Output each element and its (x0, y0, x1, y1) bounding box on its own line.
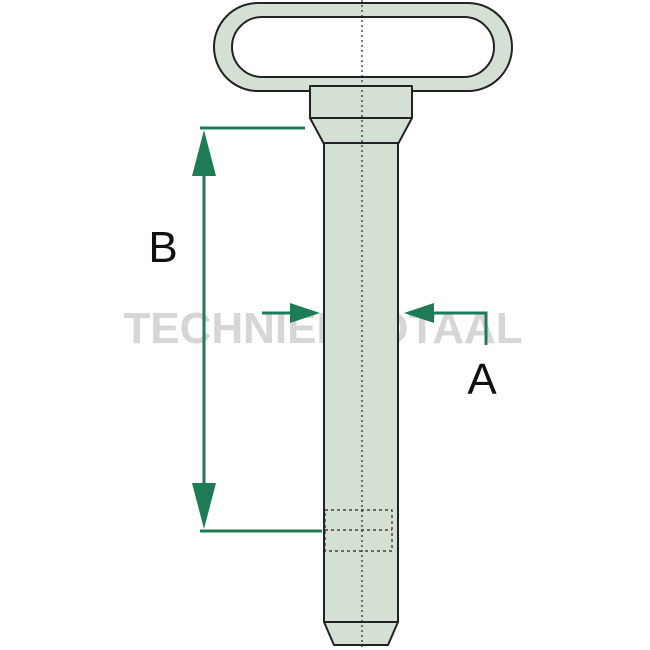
pin-shaft (323, 142, 399, 646)
dimension-b-arrow-up-icon (192, 130, 216, 176)
dimension-b (192, 126, 322, 533)
dimension-a-label: A (467, 355, 497, 404)
linch-pin-icon (213, 0, 513, 650)
dimension-a (262, 303, 488, 345)
dimension-b-arrow-down-icon (192, 483, 216, 529)
dimension-a-leader-line (430, 311, 488, 345)
pin-loop-handle (213, 2, 513, 92)
dimension-a-arrow-right-icon (290, 303, 320, 323)
dimension-a-arrow-left-icon (404, 303, 434, 323)
pin-collar (309, 85, 413, 145)
dimension-b-label: B (148, 223, 177, 272)
